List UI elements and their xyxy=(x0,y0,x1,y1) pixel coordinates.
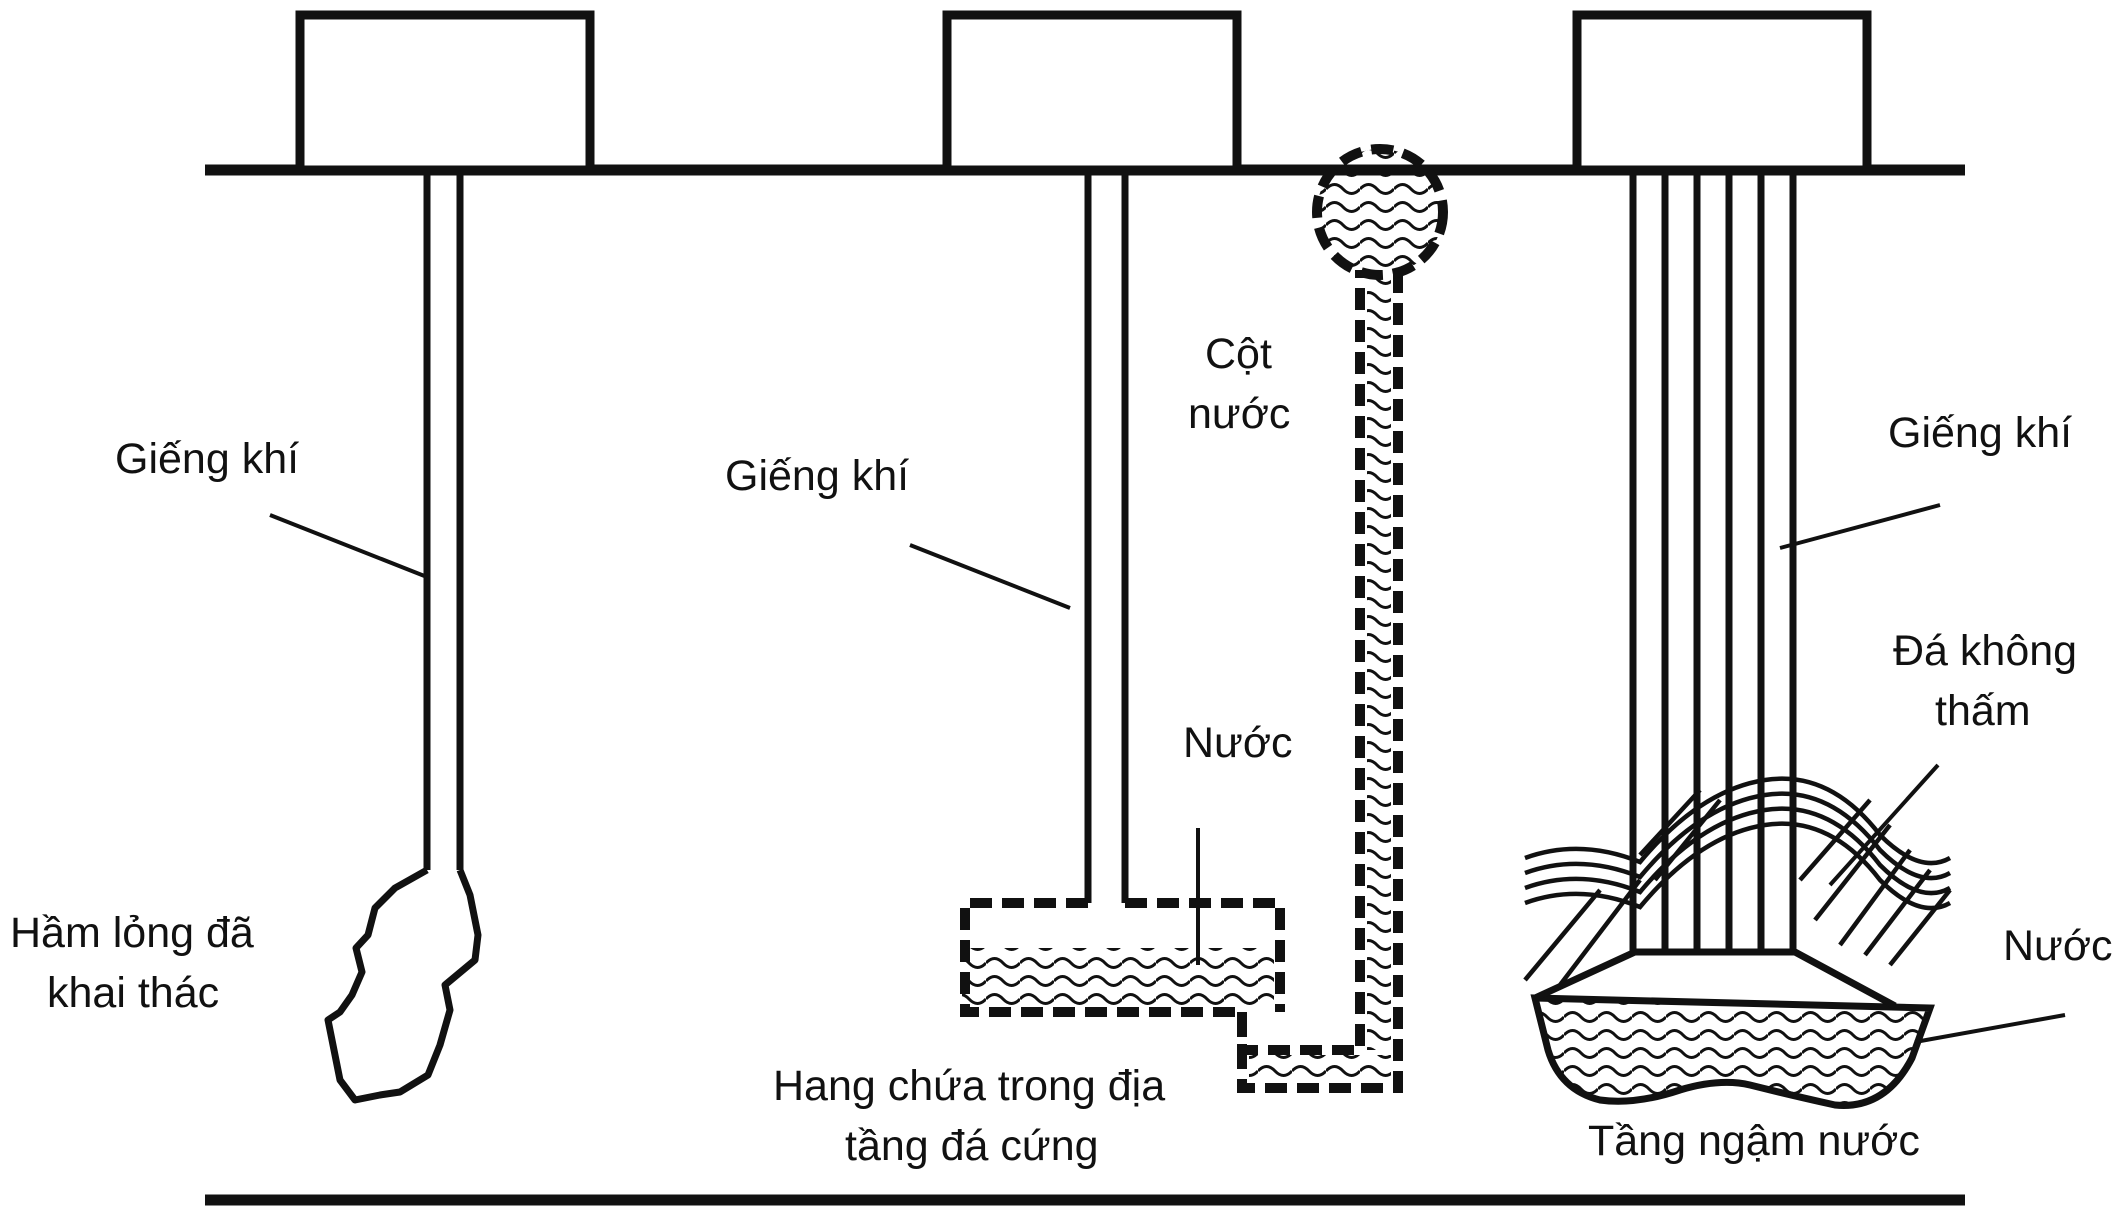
cavern2-water-fill xyxy=(962,948,1274,1010)
water-column-label-line1: Cột xyxy=(1205,330,1272,378)
water-column-bottom-fill xyxy=(1249,1055,1391,1083)
water-column-fill xyxy=(1367,270,1391,1050)
impermeable-label-line1: Đá không xyxy=(1893,627,2077,675)
well1-label: Giếng khí xyxy=(115,435,299,483)
gas-well-2 xyxy=(1084,175,1129,903)
cavern1-label-line1: Hầm lỏng đã xyxy=(10,909,254,957)
well1-leader-line xyxy=(269,513,428,579)
gas-well-1 xyxy=(423,175,464,870)
surface-water-tank xyxy=(1312,144,1448,280)
water-mid-label: Nước xyxy=(1183,719,1293,767)
gas-dome xyxy=(1533,948,1897,1010)
impermeable-leader-line xyxy=(1828,763,1940,887)
water-column-label-line2: nước xyxy=(1188,390,1290,438)
surface-facility-3 xyxy=(1572,10,1872,175)
well3-leader-line xyxy=(1779,503,1941,550)
rock-cavern-outline xyxy=(960,270,1403,1093)
surface-facility-1 xyxy=(295,10,595,175)
impermeable-label-line2: thấm xyxy=(1935,687,2031,735)
well2-leader-line xyxy=(909,543,1071,610)
water-column-inner-outline xyxy=(1237,270,1365,1055)
aquifer-label: Tầng ngậm nước xyxy=(1588,1117,1920,1165)
impermeable-rock-layers xyxy=(1523,776,1952,987)
rock-cavern-outline-right xyxy=(1125,898,1285,1012)
cavern2-label-line1: Hang chứa trong địa xyxy=(773,1062,1165,1110)
cavern2-label-line2: tầng đá cứng xyxy=(845,1122,1099,1170)
well3-label: Giếng khí xyxy=(1888,409,2072,457)
gas-well-3 xyxy=(1629,175,1797,952)
depleted-cavern xyxy=(324,866,482,1104)
cavern1-label-line2: khai thác xyxy=(47,969,219,1017)
water-right-label: Nước xyxy=(2003,922,2113,970)
aquifer-water-fill xyxy=(1530,994,1935,1109)
water-right-leader-line xyxy=(1914,1013,2066,1044)
surface-facility-2 xyxy=(942,10,1242,175)
well2-label: Giếng khí xyxy=(725,452,909,500)
